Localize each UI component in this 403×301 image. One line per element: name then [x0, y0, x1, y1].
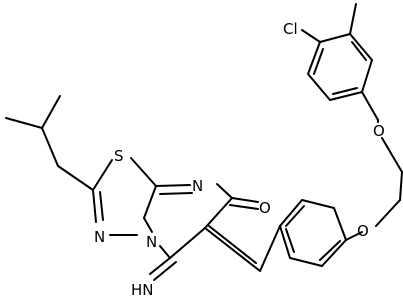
atom-nitrogen-fused: N [146, 233, 157, 251]
bond [92, 159, 113, 191]
bond [301, 199, 335, 209]
bond [375, 199, 401, 227]
bond [313, 48, 324, 75]
bond [169, 227, 206, 259]
bond [361, 91, 379, 121]
bond [349, 3, 357, 35]
bond [351, 41, 367, 61]
bond [332, 87, 358, 95]
bond [307, 41, 321, 75]
bond [229, 204, 259, 210]
bond [143, 185, 157, 219]
bond [279, 199, 303, 227]
atom-oxygen-ether-top: O [373, 122, 385, 140]
bond [259, 225, 281, 272]
bond [321, 239, 347, 267]
bond [5, 117, 43, 129]
bond [41, 95, 61, 129]
bond [159, 192, 193, 195]
bond [143, 217, 153, 233]
atom-imine-nh: HN [131, 281, 154, 299]
bond [149, 257, 171, 275]
bond [319, 240, 341, 261]
bond [345, 231, 363, 241]
atom-oxygen-carbonyl: O [259, 199, 271, 217]
bond [159, 245, 171, 259]
bond [57, 165, 94, 191]
bond [153, 261, 177, 281]
bond [301, 29, 321, 43]
bond [329, 91, 363, 101]
bond [399, 171, 403, 201]
bond [289, 257, 323, 267]
bond [208, 225, 257, 264]
atom-nitrogen-left: N [94, 228, 105, 246]
bond [92, 189, 97, 223]
bond [279, 225, 291, 259]
bond [155, 184, 191, 187]
bond [204, 197, 233, 229]
bond [204, 227, 261, 272]
bond [381, 137, 403, 173]
bond [361, 59, 373, 93]
atom-chlorine: Cl [283, 20, 298, 38]
atom-oxygen-ether-bottom: O [357, 222, 369, 240]
bond [41, 127, 59, 167]
bond [285, 228, 295, 253]
atom-sulfur: S [114, 147, 124, 165]
bond [349, 33, 373, 61]
atom-nitrogen-ring: N [192, 177, 203, 195]
bond [231, 197, 259, 203]
bond [99, 191, 104, 221]
bond [333, 207, 347, 241]
bond [130, 157, 157, 187]
bond [216, 183, 233, 199]
bond [285, 205, 305, 227]
bond [307, 73, 331, 101]
bond [319, 33, 351, 43]
